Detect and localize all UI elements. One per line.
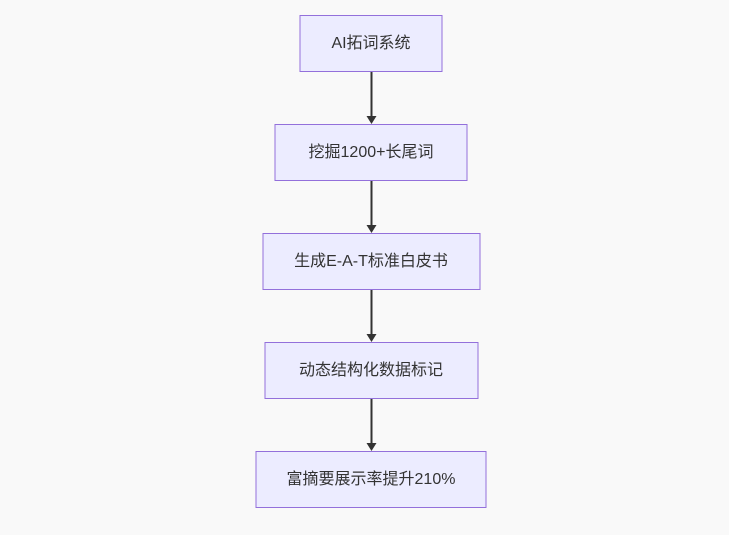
arrowhead-icon xyxy=(366,116,376,124)
arrow-line xyxy=(370,399,372,444)
arrowhead-icon xyxy=(366,225,376,233)
flow-node-ai-word-expansion-system: AI拓词系统 xyxy=(299,15,443,72)
arrow-down-1 xyxy=(366,72,376,124)
arrow-line xyxy=(370,72,372,117)
arrow-down-2 xyxy=(366,181,376,233)
arrow-line xyxy=(370,290,372,335)
arrow-down-3 xyxy=(366,290,376,342)
arrow-line xyxy=(370,181,372,226)
flow-node-rich-snippet-rate-increase: 富摘要展示率提升210% xyxy=(255,451,487,508)
flow-node-eat-whitepaper-generation: 生成E-A-T标准白皮书 xyxy=(262,233,480,290)
arrow-down-4 xyxy=(366,399,376,451)
arrowhead-icon xyxy=(366,334,376,342)
flowchart: AI拓词系统 挖掘1200+长尾词 生成E-A-T标准白皮书 动态结构化数据标记… xyxy=(255,15,487,508)
arrowhead-icon xyxy=(366,443,376,451)
flow-node-longtail-keyword-mining: 挖掘1200+长尾词 xyxy=(274,124,468,181)
flow-node-dynamic-structured-data-markup: 动态结构化数据标记 xyxy=(264,342,478,399)
